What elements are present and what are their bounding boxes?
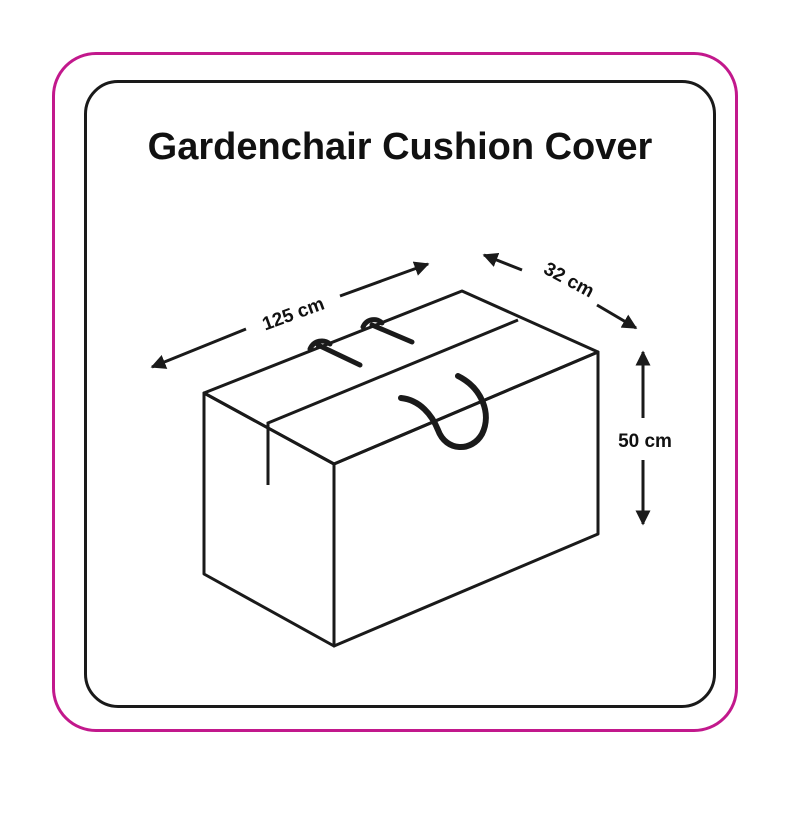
depth-label: 32 cm (540, 259, 597, 303)
length-arrow-right (339, 261, 430, 298)
box-outline (202, 289, 600, 648)
inner-frame-border (84, 80, 716, 708)
depth-arrow-right (596, 303, 638, 330)
zipper-seam (266, 318, 519, 485)
height-label: 50 cm (618, 431, 672, 452)
height-dimension: 50 cm (618, 350, 672, 526)
depth-dimension: 32 cm (482, 252, 638, 330)
product-title: Gardenchair Cushion Cover (147, 126, 653, 168)
depth-arrow-left (482, 252, 523, 272)
top-straps (307, 317, 415, 368)
strap-right (369, 322, 415, 345)
length-label: 125 cm (260, 294, 328, 336)
strap-left (315, 342, 363, 368)
outer-frame-border (52, 52, 738, 732)
carrying-handle (398, 373, 489, 450)
strap-right-loop (360, 317, 385, 330)
box-front-face (332, 350, 600, 648)
box-side-face (202, 391, 336, 648)
length-dimension: 125 cm (150, 261, 430, 369)
length-arrow-left (150, 327, 247, 369)
strap-left-loop (307, 338, 333, 352)
